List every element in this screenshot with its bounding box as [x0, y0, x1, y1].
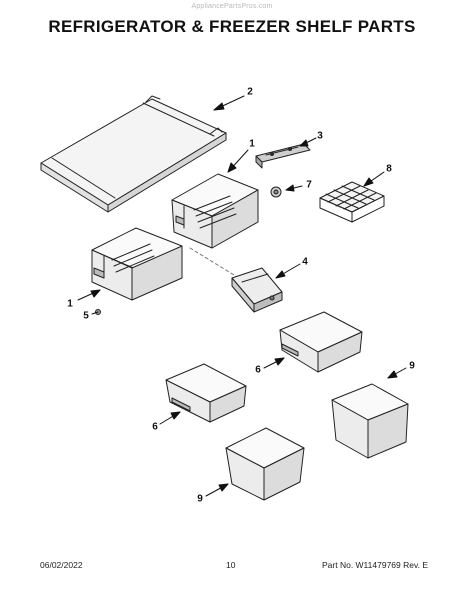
- callout-3: 3: [317, 130, 323, 142]
- crisper-drawer-upper-part-1: [171, 173, 259, 249]
- footer-date: 06/02/2022: [40, 560, 83, 570]
- freezer-bin-upper-part-6: [279, 311, 363, 373]
- callout-7: 7: [306, 179, 312, 191]
- glass-shelf-part-2: [40, 95, 227, 213]
- page-title: REFRIGERATOR & FREEZER SHELF PARTS: [48, 17, 416, 36]
- bin-lower-part-9: [225, 427, 305, 501]
- footer-page-number: 10: [226, 560, 236, 570]
- callout-6-left: 6: [152, 421, 158, 433]
- callout-8: 8: [386, 163, 392, 175]
- callout-6-right: 6: [255, 364, 261, 376]
- rail-part-3: [255, 143, 311, 169]
- freezer-bin-left-part-6: [165, 363, 247, 423]
- callout-4: 4: [302, 256, 308, 268]
- footer-part-number: Part No. W11479769 Rev. E: [322, 560, 428, 570]
- leader-arrows: [77, 95, 407, 497]
- watermark: AppliancePartsPros.com: [191, 3, 273, 10]
- callout-2: 2: [247, 86, 253, 98]
- callout-9-right: 9: [409, 360, 415, 372]
- callout-1-lower: 1: [67, 298, 73, 310]
- crisper-drawer-lower-part-1: [91, 227, 183, 301]
- drawer-slide-part-4: [231, 267, 283, 313]
- callout-1-upper: 1: [249, 138, 255, 150]
- callout-5: 5: [83, 310, 89, 322]
- wire-bin-part-8: [319, 181, 385, 223]
- callout-9-lower: 9: [197, 493, 203, 505]
- bin-right-part-9: [331, 383, 409, 459]
- knob-part-7: [270, 186, 282, 198]
